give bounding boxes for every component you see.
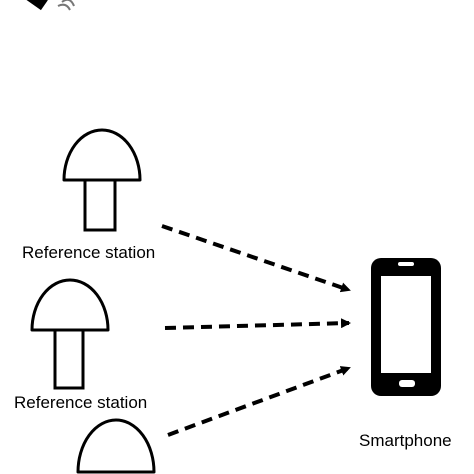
- reference-station-label: Reference station: [22, 243, 155, 262]
- signal-arrow: [167, 366, 351, 437]
- smartphone-icon: [371, 258, 441, 396]
- satellite-icon: [26, 0, 75, 11]
- smartphone: Smartphone: [359, 258, 452, 450]
- reference-station-label: Reference station: [14, 393, 147, 412]
- reference-station-1: Reference station: [22, 128, 155, 262]
- antenna-icon: [62, 128, 142, 232]
- signal-arrow: [164, 318, 351, 330]
- smartphone-label: Smartphone: [359, 431, 452, 450]
- reference-station-3: [76, 418, 156, 474]
- signal-arrow: [161, 224, 351, 293]
- reference-station-2: Reference station: [14, 278, 147, 412]
- antenna-icon: [30, 278, 110, 390]
- antenna-icon: [76, 418, 156, 474]
